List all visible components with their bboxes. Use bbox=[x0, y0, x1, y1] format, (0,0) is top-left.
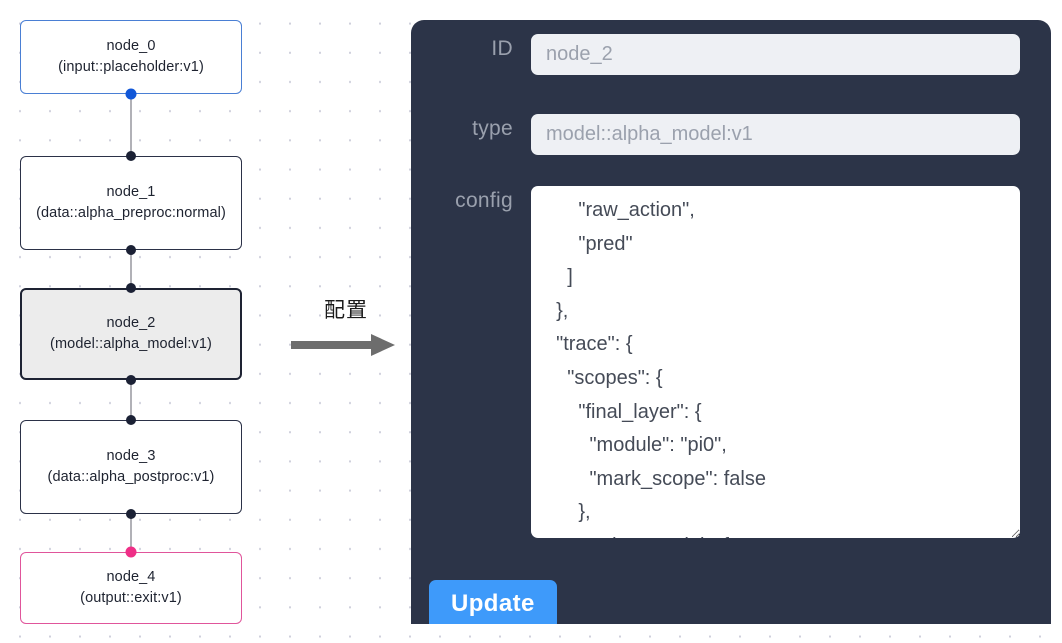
edge-node1-node2 bbox=[130, 250, 132, 288]
node-config-panel: ID type config Update bbox=[411, 20, 1051, 624]
edge-node3-node4 bbox=[130, 514, 132, 552]
field-row-id: ID bbox=[411, 34, 1051, 75]
config-textarea[interactable] bbox=[531, 186, 1020, 538]
type-input[interactable] bbox=[531, 114, 1020, 155]
flow-node-node_1[interactable]: node_1(data::alpha_preproc:normal) bbox=[20, 156, 242, 250]
flow-node-node_3[interactable]: node_3(data::alpha_postproc:v1) bbox=[20, 420, 242, 514]
field-row-type: type bbox=[411, 114, 1051, 155]
node-handle-output-node_1[interactable] bbox=[126, 245, 136, 255]
edge-node2-node3 bbox=[130, 380, 132, 420]
flow-node-node_2[interactable]: node_2(model::alpha_model:v1) bbox=[20, 288, 242, 380]
node-handle-output-node_3[interactable] bbox=[126, 509, 136, 519]
node-handle-output-node_2[interactable] bbox=[126, 375, 136, 385]
arrow-right-icon bbox=[291, 331, 397, 359]
field-label-type: type bbox=[472, 117, 513, 140]
flow-node-label: node_4(output::exit:v1) bbox=[80, 569, 182, 606]
flow-node-label: node_3(data::alpha_postproc:v1) bbox=[47, 448, 215, 485]
field-label-config: config bbox=[455, 189, 513, 212]
transition-annotation: 配置 bbox=[291, 298, 401, 368]
node-handle-output-node_0[interactable] bbox=[125, 88, 137, 100]
flow-node-label: node_2(model::alpha_model:v1) bbox=[50, 315, 212, 352]
field-label-id: ID bbox=[491, 37, 513, 60]
flow-node-node_4[interactable]: node_4(output::exit:v1) bbox=[20, 552, 242, 624]
node-handle-input-node_3[interactable] bbox=[126, 415, 136, 425]
node-handle-input-node_2[interactable] bbox=[126, 283, 136, 293]
edge-node0-node1 bbox=[130, 94, 132, 156]
field-row-config: config bbox=[411, 186, 1051, 538]
flow-node-label: node_1(data::alpha_preproc:normal) bbox=[36, 184, 226, 221]
update-button[interactable]: Update bbox=[429, 580, 557, 624]
node-handle-input-node_4[interactable] bbox=[125, 546, 137, 558]
flow-node-node_0[interactable]: node_0(input::placeholder:v1) bbox=[20, 20, 242, 94]
annotation-label: 配置 bbox=[324, 299, 368, 322]
node-handle-input-node_1[interactable] bbox=[126, 151, 136, 161]
flow-node-label: node_0(input::placeholder:v1) bbox=[58, 38, 204, 75]
id-input[interactable] bbox=[531, 34, 1020, 75]
